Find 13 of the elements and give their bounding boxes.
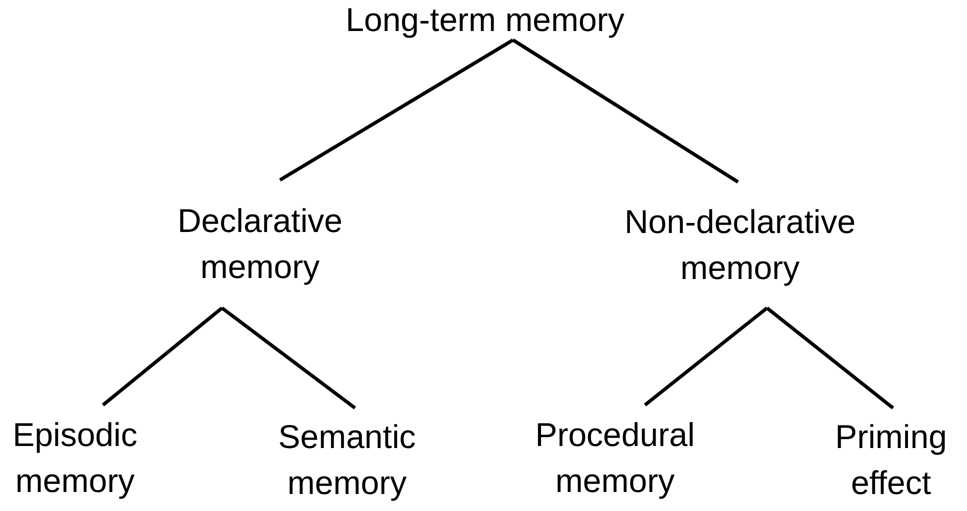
node-label: Priming effect [834, 416, 948, 502]
node-label: Long-term memory [346, 0, 624, 40]
connector-line [220, 306, 356, 410]
node-label: Procedural memory [534, 415, 696, 501]
connector-line [644, 306, 768, 406]
node-label: Semantic memory [277, 416, 417, 503]
node-label: Non-declarative memory [623, 202, 857, 288]
connector-line [512, 38, 739, 184]
connector-line [279, 38, 514, 182]
node-label: Episodic memory [12, 415, 138, 501]
node-label: Declarative memory [176, 201, 344, 287]
connector-line [766, 306, 894, 410]
connector-line [102, 306, 224, 406]
